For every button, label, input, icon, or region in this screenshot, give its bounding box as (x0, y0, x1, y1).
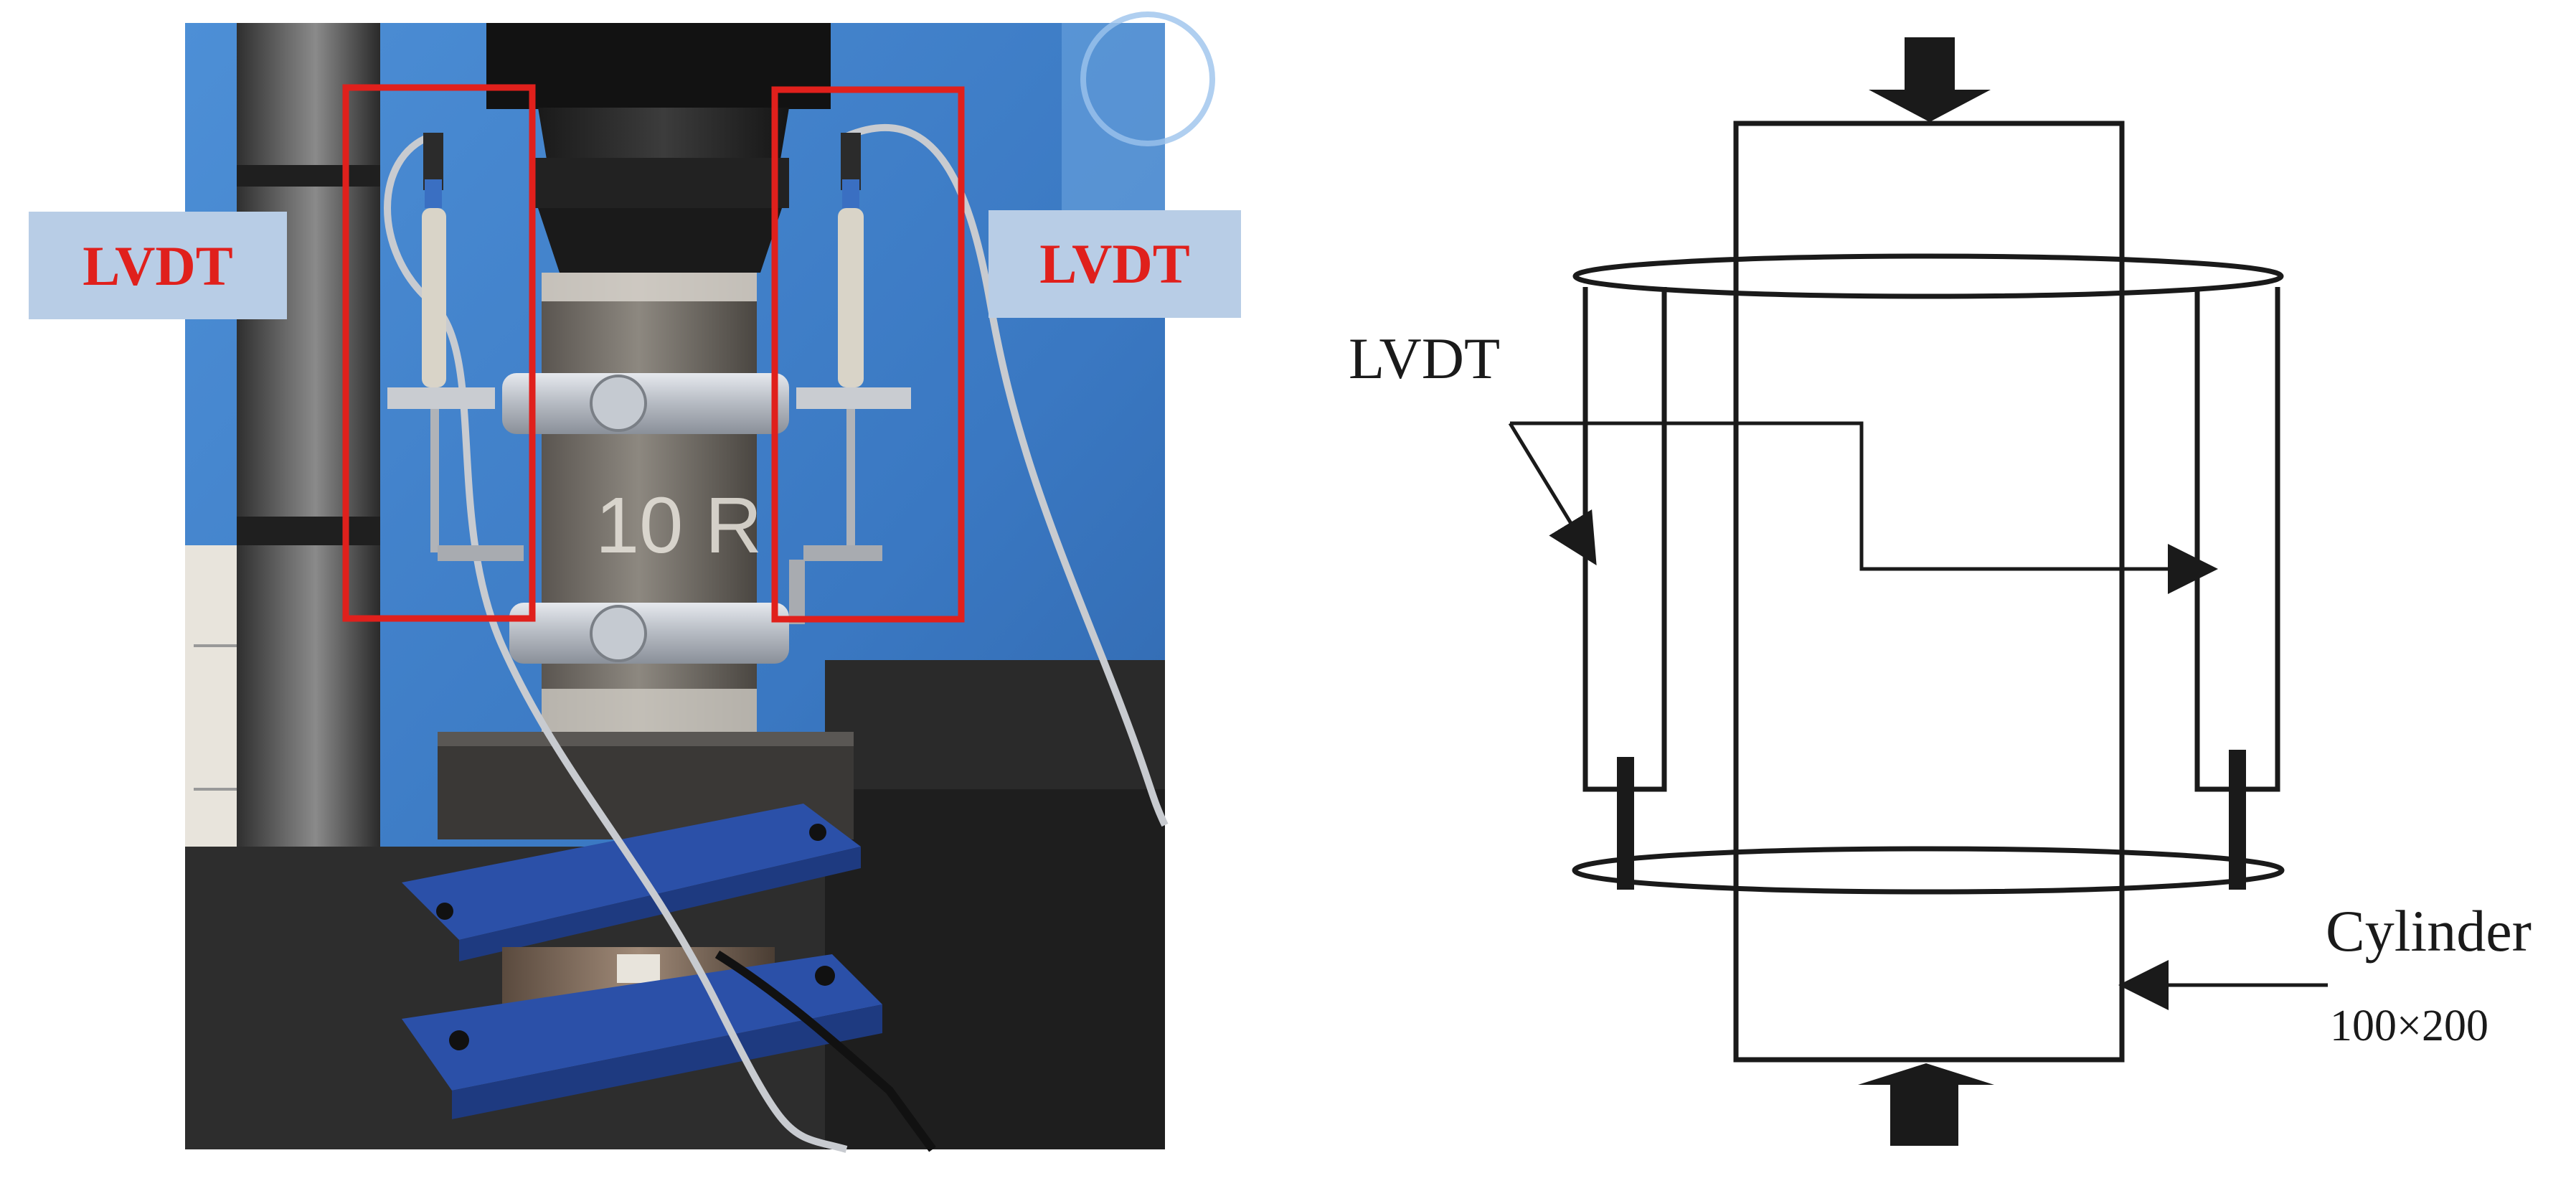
upper-load-plate (402, 804, 861, 940)
left-lvdt-frame (1582, 287, 1667, 792)
cylinder-label: Cylinder (2326, 898, 2532, 964)
right-lvdt-highlight-box (771, 86, 965, 623)
specimen-marking: 10 R (595, 481, 762, 570)
lvdt-leader-left (1508, 422, 1597, 565)
fan-icon (1080, 11, 1215, 146)
cylinder-outline (1733, 121, 2125, 1063)
left-lvdt-highlight-box (342, 84, 536, 622)
left-lvdt-rod (1617, 757, 1634, 890)
test-setup-photo: 10 R (185, 11, 1215, 1153)
left-lvdt-sensor (387, 133, 524, 561)
right-lvdt-frame (2194, 287, 2280, 792)
lvdt-cable-left (384, 133, 848, 1153)
upper-platen (486, 23, 831, 109)
right-lvdt-label: LVDT (989, 210, 1241, 318)
bottom-ring (1572, 846, 2285, 895)
right-lvdt-sensor (789, 133, 911, 624)
schematic-lvdt-label: LVDT (1349, 326, 1500, 391)
left-lvdt-label-text: LVDT (82, 235, 233, 297)
lvdt-cable-right (845, 124, 1169, 827)
lvdt-leader-right (1510, 421, 2218, 594)
right-lvdt-rod (2229, 750, 2246, 890)
right-lvdt-label-text: LVDT (1039, 232, 1190, 295)
left-lvdt-label: LVDT (29, 212, 287, 319)
cylinder-dimensions-label: 100×200 (2330, 1002, 2488, 1050)
top-ring (1572, 253, 2284, 299)
lower-clamp-ring (509, 603, 789, 664)
bottom-load-arrow (1858, 1063, 1994, 1146)
lvdt-schematic-diagram (1508, 37, 2328, 1146)
top-load-arrow (1869, 37, 1991, 122)
